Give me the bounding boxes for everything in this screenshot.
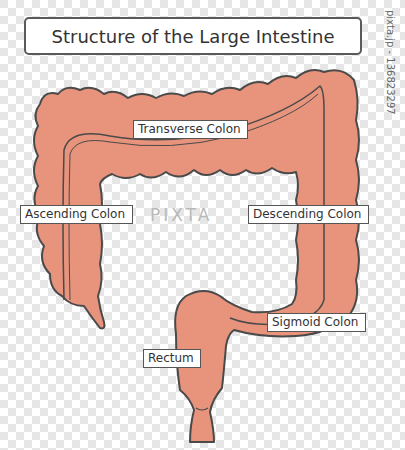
part-label-box: Sigmoid Colon <box>267 313 366 332</box>
large-intestine <box>34 70 359 442</box>
part-label-box: Descending Colon <box>248 205 369 224</box>
watermark: PIXTA <box>150 205 212 225</box>
part-label-box: Transverse Colon <box>133 120 248 139</box>
part-label: Transverse Colon <box>134 121 247 138</box>
anal-canal-edge <box>196 408 208 410</box>
part-label: Descending Colon <box>249 206 368 223</box>
part-label: Rectum <box>144 350 200 367</box>
title-text: Structure of the Large Intestine <box>52 26 335 47</box>
part-label-box: Ascending Colon <box>20 205 133 224</box>
part-label-box: Rectum <box>143 349 201 368</box>
taenia-line <box>69 94 318 300</box>
title-box: Structure of the Large Intestine <box>24 17 362 55</box>
watermark-id: pixta.jp - 136823297 <box>385 10 396 115</box>
part-label: Ascending Colon <box>21 206 132 223</box>
part-label: Sigmoid Colon <box>268 314 365 331</box>
